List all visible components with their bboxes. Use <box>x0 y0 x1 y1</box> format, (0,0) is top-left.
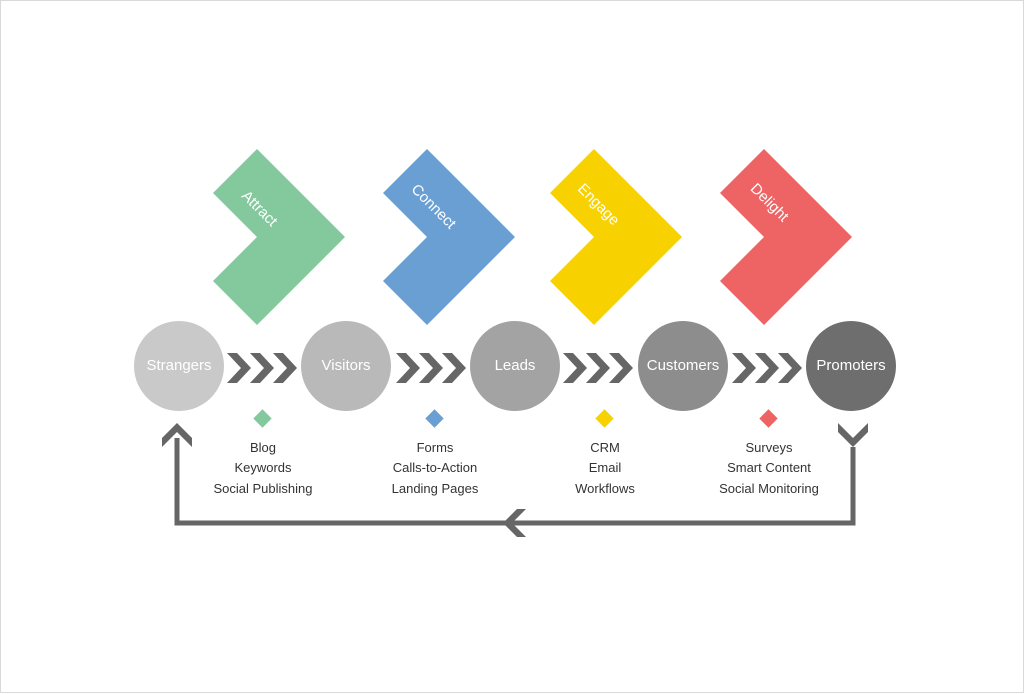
flow-arrows-2 <box>396 353 466 383</box>
feedback-loop <box>162 423 868 537</box>
stage-engage: Engage <box>550 149 682 325</box>
node-circle-strangers <box>134 321 224 411</box>
node-customers: Customers <box>638 321 728 411</box>
stage-attract: Attract <box>213 149 345 325</box>
chevron-right-icon <box>419 353 443 383</box>
node-circle-leads <box>470 321 560 411</box>
node-visitors: Visitors <box>301 321 391 411</box>
node-circle-visitors <box>301 321 391 411</box>
diamond-icon-delight <box>759 409 778 428</box>
stage-delight: Delight <box>720 149 852 325</box>
tactics-engage: CRM Email Workflows <box>575 440 635 496</box>
feedback-loop-line <box>174 438 856 526</box>
chevron-right-icon <box>396 353 420 383</box>
node-label-leads: Leads <box>495 357 536 374</box>
node-label-strangers: Strangers <box>146 357 211 374</box>
chevron-right-icon <box>273 353 297 383</box>
node-promoters: Promoters <box>806 321 896 411</box>
tactic-item: Email <box>589 460 622 475</box>
tactics-delight: Surveys Smart Content Social Monitoring <box>719 440 819 496</box>
tactics-attract: Blog Keywords Social Publishing <box>213 440 312 496</box>
tactic-item: Surveys <box>746 440 793 455</box>
tactic-item: Social Publishing <box>213 481 312 496</box>
chevron-up-icon <box>162 423 192 447</box>
tactics-connect: Forms Calls-to-Action Landing Pages <box>392 440 479 496</box>
chevron-right-icon <box>250 353 274 383</box>
chevron-right-icon <box>563 353 587 383</box>
tactic-item: CRM <box>590 440 620 455</box>
tactic-item: Calls-to-Action <box>393 460 478 475</box>
tactic-item: Social Monitoring <box>719 481 819 496</box>
tactic-item: Blog <box>250 440 276 455</box>
flow-arrows-1 <box>227 353 297 383</box>
stage-connect: Connect <box>383 149 515 325</box>
diamond-icon-engage <box>595 409 614 428</box>
node-label-visitors: Visitors <box>322 357 371 374</box>
diamond-icon-connect <box>425 409 444 428</box>
chevron-left-icon <box>503 509 526 537</box>
chevron-right-icon <box>586 353 610 383</box>
tactic-item: Workflows <box>575 481 635 496</box>
tactic-item: Smart Content <box>727 460 811 475</box>
chevron-right-icon <box>227 353 251 383</box>
node-circle-customers <box>638 321 728 411</box>
node-circle-promoters <box>806 321 896 411</box>
node-label-promoters: Promoters <box>816 357 885 374</box>
stage-chevron-delight <box>720 149 852 325</box>
chevron-right-icon <box>778 353 802 383</box>
chevron-right-icon <box>442 353 466 383</box>
chevron-right-icon <box>609 353 633 383</box>
stage-chevron-engage <box>550 149 682 325</box>
diamond-icon-attract <box>253 409 272 428</box>
flow-arrows-4 <box>732 353 802 383</box>
stage-chevron-attract <box>213 149 345 325</box>
node-strangers: Strangers <box>134 321 224 411</box>
chevron-right-icon <box>732 353 756 383</box>
tactic-item: Landing Pages <box>392 481 479 496</box>
flow-arrows-3 <box>563 353 633 383</box>
tactic-item: Forms <box>417 440 454 455</box>
chevron-down-icon <box>838 423 868 447</box>
chevron-right-icon <box>755 353 779 383</box>
node-label-customers: Customers <box>647 357 720 374</box>
node-leads: Leads <box>470 321 560 411</box>
tactic-item: Keywords <box>234 460 292 475</box>
stage-chevron-connect <box>383 149 515 325</box>
